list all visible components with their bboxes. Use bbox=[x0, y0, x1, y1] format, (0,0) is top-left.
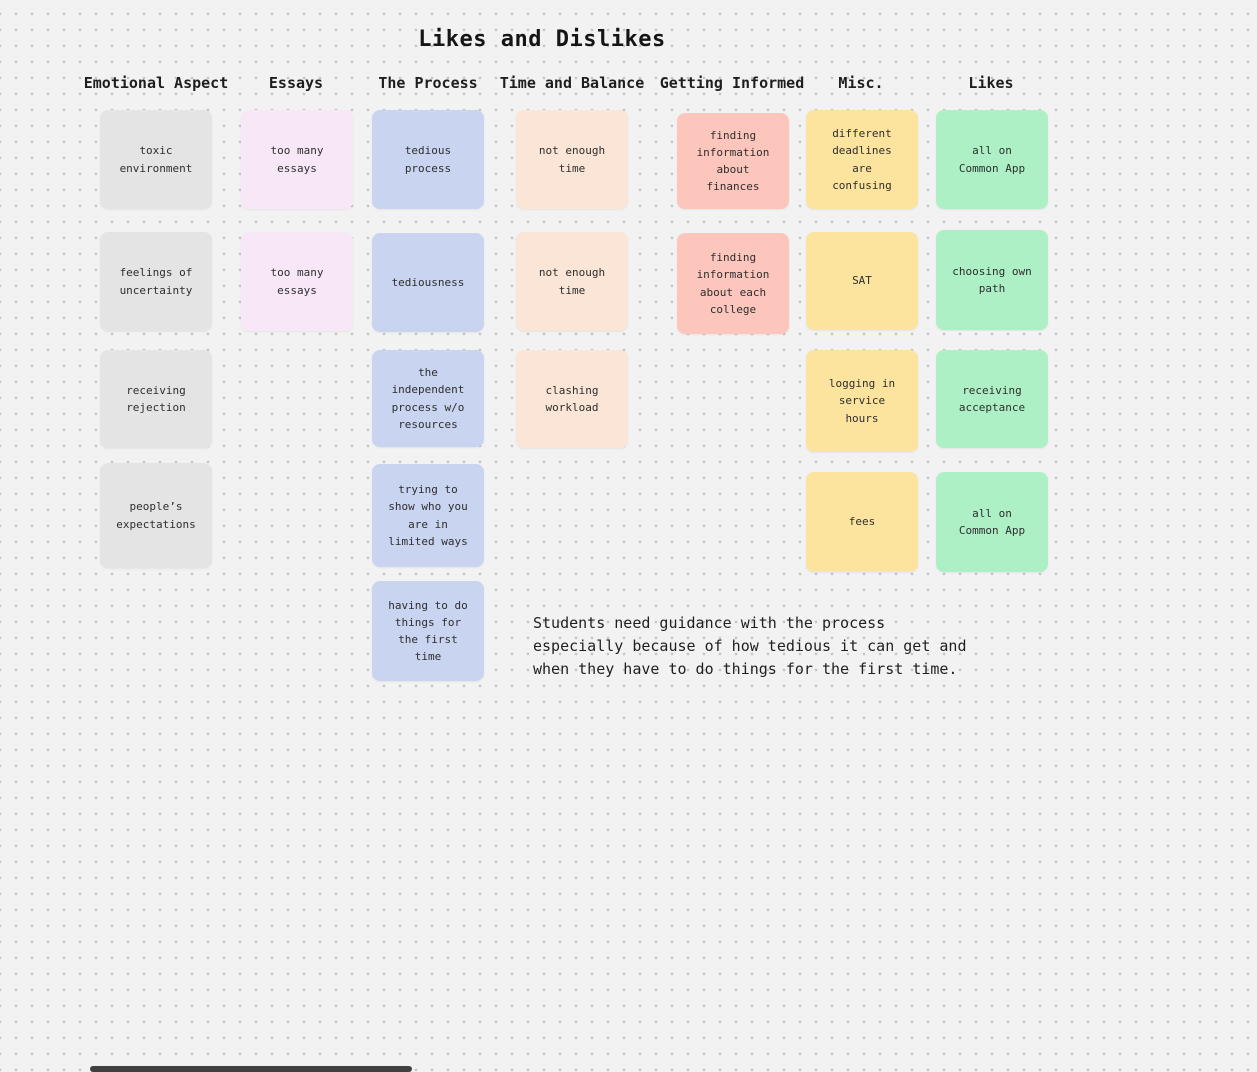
sticky-note-emotional-3[interactable]: receiving rejection bbox=[100, 350, 212, 448]
summary-text[interactable]: Students need guidance with the process … bbox=[533, 614, 967, 678]
sticky-note-likes-1[interactable]: all on Common App bbox=[936, 110, 1048, 209]
board-title[interactable]: Likes and Dislikes bbox=[418, 27, 666, 52]
sticky-note-process-5[interactable]: having to do things for the first time bbox=[372, 581, 484, 681]
sticky-note-text: tediousness bbox=[391, 275, 465, 289]
sticky-note-text: not enough time bbox=[538, 266, 606, 297]
column-header-essays[interactable]: Essays bbox=[268, 74, 324, 92]
sticky-note-process-3[interactable]: the independent process w/o resources bbox=[372, 350, 484, 447]
horizontal-scrollbar[interactable] bbox=[90, 1066, 412, 1072]
sticky-note-misc-3[interactable]: logging in service hours bbox=[806, 350, 918, 452]
sticky-note-text: people’s expectations bbox=[116, 500, 196, 531]
sticky-note-text: feelings of uncertainty bbox=[119, 266, 193, 297]
column-header-likes[interactable]: Likes bbox=[968, 74, 1014, 92]
sticky-note-text: the independent process w/o resources bbox=[391, 366, 465, 431]
sticky-note-time-2[interactable]: not enough time bbox=[516, 232, 628, 331]
sticky-note-text: finding information about finances bbox=[696, 128, 770, 194]
sticky-note-text: having to do things for the first time bbox=[388, 598, 468, 664]
column-header-getting-informed[interactable]: Getting Informed bbox=[659, 74, 805, 92]
sticky-note-text: too many essays bbox=[270, 144, 324, 175]
sticky-note-text: trying to show who you are in limited wa… bbox=[388, 483, 468, 548]
sticky-note-misc-1[interactable]: different deadlines are confusing bbox=[806, 110, 918, 209]
sticky-note-text: fees bbox=[848, 515, 876, 529]
sticky-note-text: tedious process bbox=[404, 144, 452, 175]
sticky-note-emotional-2[interactable]: feelings of uncertainty bbox=[100, 232, 212, 331]
sticky-note-text: SAT bbox=[852, 274, 872, 288]
sticky-note-text: too many essays bbox=[270, 266, 324, 297]
sticky-note-text: receiving acceptance bbox=[958, 383, 1026, 414]
sticky-note-misc-2[interactable]: SAT bbox=[806, 232, 918, 330]
sticky-note-time-3[interactable]: clashing workload bbox=[516, 350, 628, 448]
column-header-time-and-balance[interactable]: Time and Balance bbox=[499, 74, 645, 92]
sticky-note-informed-1[interactable]: finding information about finances bbox=[677, 113, 789, 209]
sticky-note-misc-4[interactable]: fees bbox=[806, 472, 918, 572]
sticky-note-likes-4[interactable]: all on Common App bbox=[936, 472, 1048, 572]
sticky-note-process-4[interactable]: trying to show who you are in limited wa… bbox=[372, 464, 484, 567]
sticky-note-likes-3[interactable]: receiving acceptance bbox=[936, 350, 1048, 448]
sticky-note-text: clashing workload bbox=[545, 383, 599, 414]
sticky-note-process-1[interactable]: tedious process bbox=[372, 110, 484, 209]
column-header-emotional-aspect[interactable]: Emotional Aspect bbox=[83, 74, 229, 92]
sticky-note-likes-2[interactable]: choosing own path bbox=[936, 230, 1048, 330]
sticky-note-text: all on Common App bbox=[958, 144, 1026, 175]
sticky-note-process-2[interactable]: tediousness bbox=[372, 233, 484, 332]
sticky-note-text: all on Common App bbox=[958, 506, 1026, 537]
sticky-note-emotional-1[interactable]: toxic environment bbox=[100, 110, 212, 209]
sticky-note-text: not enough time bbox=[538, 144, 606, 175]
sticky-note-time-1[interactable]: not enough time bbox=[516, 110, 628, 209]
sticky-note-text: logging in service hours bbox=[828, 377, 896, 425]
sticky-note-informed-2[interactable]: finding information about each college bbox=[677, 233, 789, 334]
column-header-misc[interactable]: Misc. bbox=[838, 74, 884, 92]
sticky-note-emotional-4[interactable]: people’s expectations bbox=[100, 463, 212, 568]
sticky-note-text: toxic environment bbox=[119, 144, 193, 175]
sticky-note-essays-1[interactable]: too many essays bbox=[241, 110, 353, 209]
column-header-the-process[interactable]: The Process bbox=[378, 74, 478, 92]
sticky-note-text: finding information about each college bbox=[696, 251, 770, 316]
sticky-note-essays-2[interactable]: too many essays bbox=[241, 232, 353, 331]
sticky-note-text: receiving rejection bbox=[126, 383, 186, 414]
sticky-note-text: different deadlines are confusing bbox=[832, 127, 892, 192]
sticky-note-text: choosing own path bbox=[952, 264, 1032, 295]
